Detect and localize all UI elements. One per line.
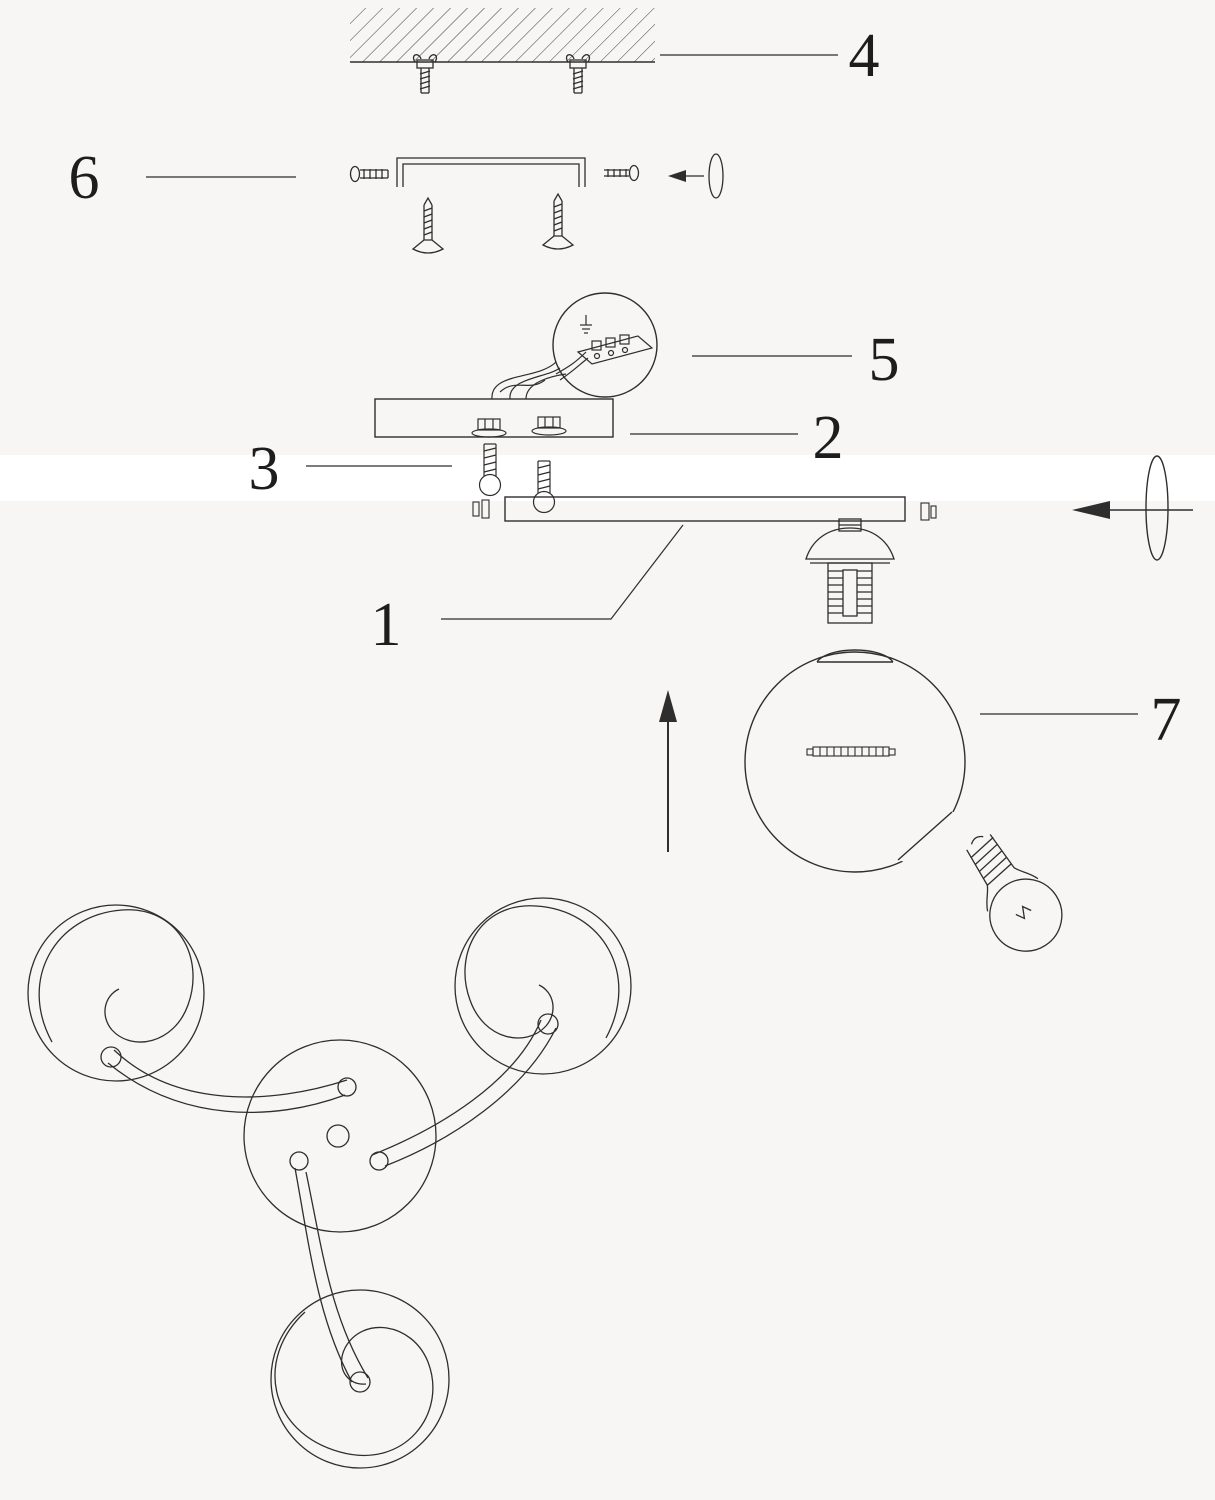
- arm-top-right: [371, 1019, 557, 1167]
- ceiling-screw-left: [412, 54, 438, 94]
- highlight-band: [0, 455, 1215, 501]
- arm-top-left: [107, 1049, 348, 1114]
- glass-globe: [744, 651, 966, 873]
- leader-lines: [146, 54, 1138, 715]
- globe-socket-detail: [806, 746, 896, 757]
- part-label-7: 7: [1151, 686, 1182, 754]
- plate-bolt-left: [471, 418, 507, 438]
- fixture-bar-section: [472, 455, 1193, 561]
- part-label-5: 5: [869, 326, 900, 394]
- mounting-strap-section: [349, 153, 724, 254]
- insert-arrow-left-icon: [668, 153, 724, 199]
- strap-wood-screw-left: [411, 196, 445, 254]
- assemble-direction-arrow-up-icon: [659, 690, 677, 852]
- wires: [491, 351, 589, 400]
- part-label-6: 6: [69, 144, 100, 212]
- shade-bottom: [270, 1289, 450, 1469]
- fixture-bottom-view: [27, 897, 632, 1469]
- mounting-plate: [374, 398, 614, 438]
- part-label-1: 1: [371, 591, 402, 659]
- shade-top-left: [27, 904, 205, 1082]
- ground-symbol-icon: [580, 315, 592, 334]
- machine-screw-left: [478, 443, 502, 497]
- center-hole: [326, 1124, 350, 1148]
- wiring-detail-section: [491, 292, 658, 400]
- ceiling-hatch: [350, 8, 655, 62]
- machine-screw-right: [532, 460, 556, 514]
- part-label-3: 3: [249, 435, 280, 503]
- terminal-block: [576, 334, 654, 365]
- arm-bottom: [294, 1167, 369, 1383]
- leader-part-1: [441, 524, 684, 620]
- strap-screw-right: [604, 164, 640, 182]
- part-label-2: 2: [813, 404, 844, 472]
- canopy-circle: [243, 1039, 437, 1233]
- machine-screws-section: [478, 443, 556, 514]
- strap-wood-screw-right: [541, 192, 575, 250]
- strap-screw-left: [349, 165, 389, 183]
- slide-direction-arrow-icon: [1072, 455, 1193, 561]
- part-label-4: 4: [849, 22, 880, 90]
- wiring-detail-circle: [552, 292, 658, 398]
- shade-top-right: [454, 897, 632, 1075]
- insert-direction-ellipse: [708, 153, 724, 199]
- ceiling-screw-right: [565, 54, 591, 94]
- part-number-labels: 4 6 5 2 3 1 7: [69, 22, 1182, 754]
- ceiling-section: [350, 8, 655, 94]
- fixture-bar: [504, 496, 906, 522]
- plate-bolt-right: [531, 416, 567, 436]
- mounting-plate-section: [374, 398, 614, 438]
- bulb-filament: [1015, 905, 1032, 920]
- socket-assembly: [805, 518, 895, 624]
- mounting-strap: [396, 157, 586, 187]
- glass-globe-section: [744, 649, 1000, 880]
- light-bulb: [966, 834, 1063, 952]
